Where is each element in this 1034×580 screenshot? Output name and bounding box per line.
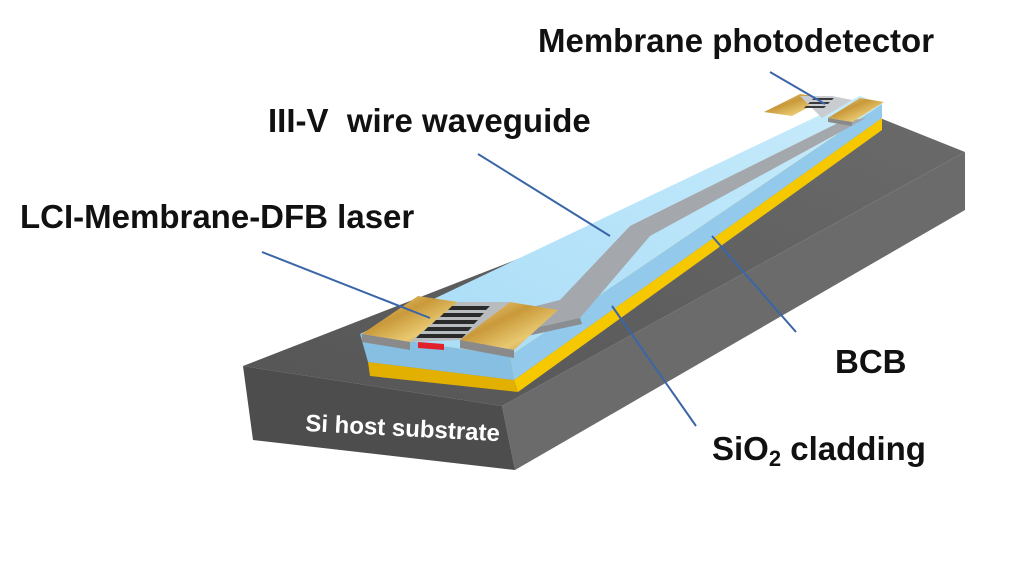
waveguide-strip [440, 118, 866, 342]
grating-line [440, 313, 484, 317]
leader-line-waveguide [477, 153, 611, 237]
grating-line [424, 327, 472, 331]
grating-line [432, 320, 478, 324]
leader-line-laser [261, 251, 431, 319]
substrate-side-face [502, 152, 965, 470]
laser-contact-right [460, 302, 558, 350]
laser-contact-right-front [460, 340, 514, 358]
sio2-subscript: 2 [768, 446, 782, 471]
label-dfb-laser: LCI-Membrane-DFB laser [20, 198, 415, 235]
photodetector [764, 94, 884, 126]
laser-active-region [418, 342, 444, 350]
dfb-laser [362, 296, 558, 358]
pd-contact-right [828, 98, 884, 122]
label-membrane-photodetector: Membrane photodetector [538, 22, 935, 59]
leader-lines [261, 71, 826, 427]
cladding-top [360, 96, 882, 356]
label-sio2-cladding: SiO2 cladding [712, 432, 926, 470]
laser-grating [416, 306, 490, 338]
grating-line [804, 106, 826, 108]
cladding-side [510, 104, 882, 380]
label-wire-waveguide: III-V wire waveguide [268, 102, 591, 139]
laser-contact-left [362, 296, 458, 342]
sio2-prefix: SiO [712, 430, 769, 467]
label-bcb: BCB [835, 343, 907, 380]
pd-front-face [828, 118, 852, 126]
grating-line [808, 102, 830, 104]
substrate-front-face [243, 366, 515, 470]
grating-line [448, 306, 490, 310]
leader-line-bcb [711, 235, 797, 333]
leader-line-sio2 [611, 305, 697, 427]
leader-line-photodetector [769, 71, 826, 105]
grating-line [416, 334, 466, 338]
bcb-side [514, 118, 882, 392]
laser-contact-left-front [362, 334, 410, 350]
sio2-suffix: cladding [781, 430, 926, 467]
bcb-front [368, 362, 518, 392]
pd-center [800, 96, 852, 118]
